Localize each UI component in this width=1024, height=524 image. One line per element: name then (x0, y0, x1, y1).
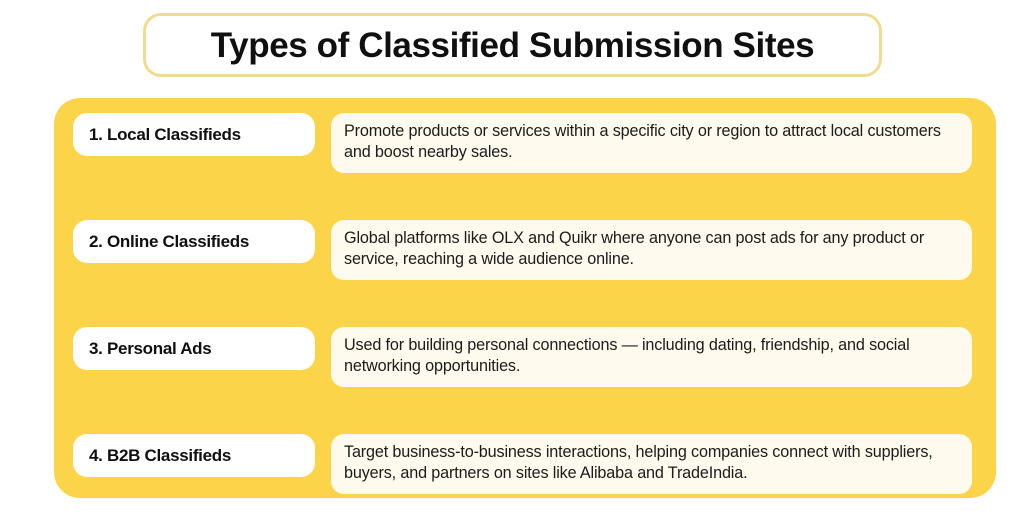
row-label-2: 2. Online Classifieds (89, 232, 249, 251)
row-description-2: Global platforms like OLX and Quikr wher… (344, 229, 925, 269)
page-title: Types of Classified Submission Sites (210, 25, 815, 65)
title-box: Types of Classified Submission Sites (143, 13, 882, 77)
list-row: 2. Online Classifieds Global platforms l… (0, 220, 1024, 290)
row-description-card-2: Global platforms like OLX and Quikr wher… (331, 220, 972, 280)
row-label-4: 4. B2B Classifieds (89, 446, 231, 465)
row-label-card-3: 3. Personal Ads (73, 327, 315, 370)
row-description-card-1: Promote products or services within a sp… (331, 113, 972, 173)
row-description-card-4: Target business-to-business interactions… (331, 434, 972, 494)
row-label-1: 1. Local Classifieds (89, 125, 241, 144)
row-label-3: 3. Personal Ads (89, 339, 212, 358)
row-label-card-1: 1. Local Classifieds (73, 113, 315, 156)
row-label-card-2: 2. Online Classifieds (73, 220, 315, 263)
list-row: 1. Local Classifieds Promote products or… (0, 113, 1024, 183)
row-description-card-3: Used for building personal connections —… (331, 327, 972, 387)
row-description-1: Promote products or services within a sp… (344, 122, 941, 162)
row-description-3: Used for building personal connections —… (344, 336, 910, 376)
list-row: 4. B2B Classifieds Target business-to-bu… (0, 434, 1024, 504)
list-row: 3. Personal Ads Used for building person… (0, 327, 1024, 397)
row-description-4: Target business-to-business interactions… (344, 443, 933, 483)
row-label-card-4: 4. B2B Classifieds (73, 434, 315, 477)
